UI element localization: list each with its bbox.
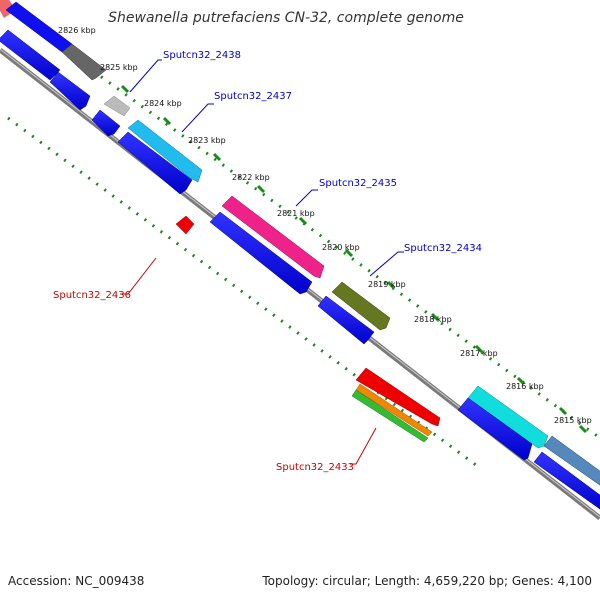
tick-mark — [162, 116, 172, 126]
gene-label-sputcn32-2438[interactable]: Sputcn32_2438 — [163, 50, 241, 61]
topology-summary: Topology: circular; Length: 4,659,220 bp… — [261, 574, 592, 588]
tick-label: 2824 kbp — [144, 99, 182, 108]
gene-label-sputcn32-2433[interactable]: Sputcn32_2433 — [276, 462, 354, 473]
tick-mark — [474, 344, 484, 354]
gene-label-sputcn32-2434[interactable]: Sputcn32_2434 — [404, 243, 482, 254]
gene-sputcn32-2436[interactable] — [175, 215, 195, 235]
leader-sputcn32-2437 — [181, 103, 214, 133]
tick-mark — [558, 406, 568, 416]
gene-feature[interactable] — [533, 451, 600, 512]
gene-label-sputcn32-2436[interactable]: Sputcn32_2436 — [53, 290, 131, 301]
tick-label: 2826 kbp — [58, 26, 96, 35]
accession-text: Accession: NC_009438 — [8, 574, 144, 588]
gene-feature[interactable] — [0, 29, 61, 81]
gene-sputcn32-2438[interactable] — [103, 95, 131, 117]
map-title: Shewanella putrefaciens CN-32, complete … — [108, 10, 464, 26]
tick-label: 2821 kbp — [277, 209, 315, 218]
lower-genes[interactable] — [175, 215, 441, 443]
gene-sputcn32-2438-partner[interactable] — [61, 43, 107, 81]
tick-mark — [344, 248, 354, 258]
leader-sputcn32-2436 — [120, 257, 157, 295]
leader-sputcn32-2434 — [369, 251, 404, 277]
gene-sputcn32-2433-red[interactable] — [355, 367, 441, 427]
leader-sputcn32-2433 — [350, 427, 377, 465]
tick-mark — [212, 152, 222, 162]
gene-sputcn32-2435[interactable] — [221, 195, 325, 279]
leader-sputcn32-2438 — [129, 59, 162, 93]
tick-label: 2822 kbp — [232, 173, 270, 182]
gene-feature[interactable] — [49, 71, 91, 111]
label-leaders — [120, 59, 404, 465]
dotted-guides — [7, 16, 600, 470]
gene-sputcn32-2433-orange[interactable] — [355, 383, 433, 437]
gene-label-sputcn32-2435[interactable]: Sputcn32_2435 — [319, 178, 397, 189]
tick-mark — [430, 312, 440, 322]
tick-mark — [386, 280, 396, 290]
leader-sputcn32-2435 — [295, 189, 318, 207]
gene-feature[interactable] — [543, 435, 600, 488]
gene-sputcn32-2437[interactable] — [127, 119, 203, 183]
gene-feature[interactable] — [457, 397, 533, 461]
forward-genes[interactable] — [0, 0, 600, 488]
tick-label: 2817 kbp — [460, 349, 498, 358]
tick-mark — [256, 184, 266, 194]
guide-line-outer — [19, 16, 600, 440]
gene-label-sputcn32-2437[interactable]: Sputcn32_2437 — [214, 91, 292, 102]
gene-sputcn32-2434[interactable] — [331, 281, 391, 331]
reverse-genes[interactable] — [0, 29, 600, 512]
gene-feature[interactable] — [117, 131, 193, 195]
gene-feature[interactable] — [91, 109, 121, 137]
tick-mark — [516, 376, 526, 386]
tick-label: 2819 kbp — [368, 280, 406, 289]
tick-mark — [298, 216, 308, 226]
tick-mark — [578, 424, 588, 434]
tick-label: 2815 kbp — [554, 416, 592, 425]
gene-labels[interactable]: Sputcn32_2438 Sputcn32_2437 Sputcn32_243… — [53, 50, 482, 473]
tick-label: 2818 kbp — [414, 315, 452, 324]
gene-sputcn32-2433-green[interactable] — [351, 389, 429, 443]
tick-label: 2823 kbp — [188, 136, 226, 145]
tick-mark — [120, 84, 130, 94]
tick-label: 2825 kbp — [100, 63, 138, 72]
tick-label: 2816 kbp — [506, 382, 544, 391]
gene-feature[interactable] — [209, 211, 313, 295]
gene-feature[interactable] — [317, 295, 375, 345]
scale-ticks — [36, 20, 588, 434]
tick-labels: 2826 kbp 2825 kbp 2824 kbp 2823 kbp 2822… — [58, 26, 592, 425]
tick-label: 2820 kbp — [322, 243, 360, 252]
